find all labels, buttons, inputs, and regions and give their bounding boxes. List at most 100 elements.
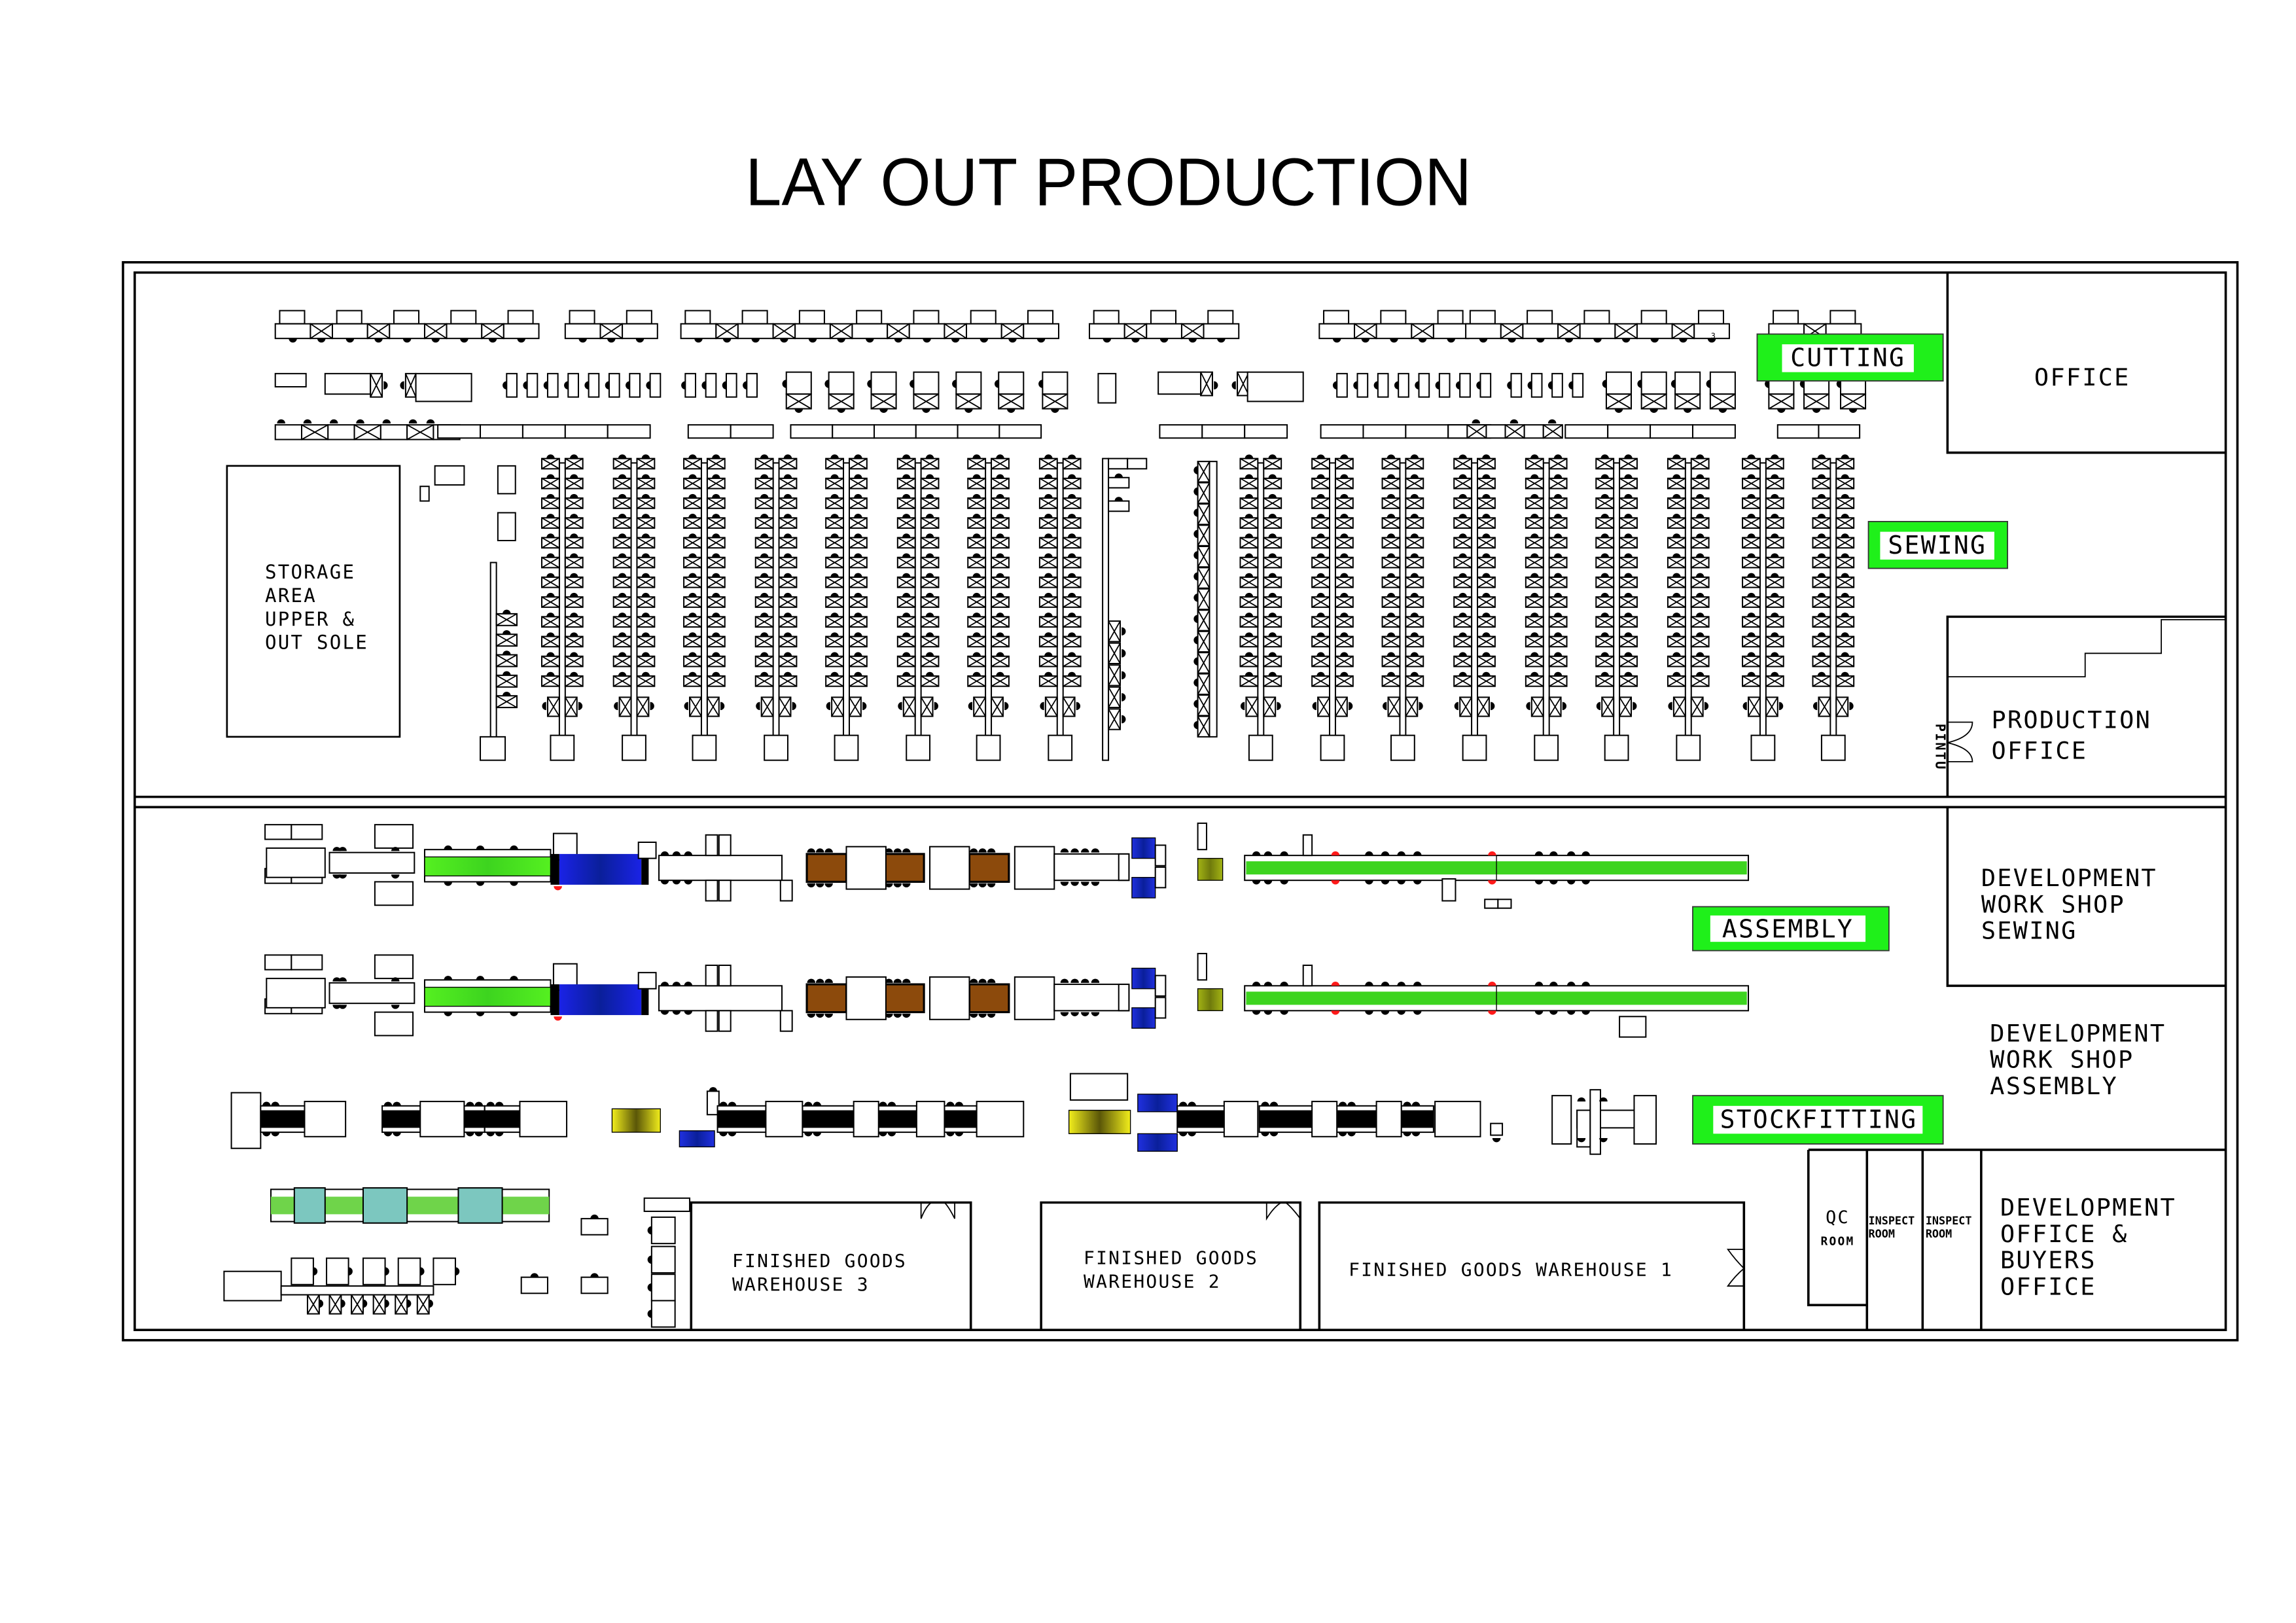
operator-icon	[824, 848, 833, 853]
sewing-machine	[1038, 497, 1058, 509]
operator-icon	[1581, 880, 1590, 885]
lasting-machine	[266, 978, 326, 1008]
warehouse-2[interactable]: FINISHED GOODS WAREHOUSE 2	[1040, 1201, 1302, 1330]
sewing-machine	[1453, 576, 1473, 588]
machine-cross	[779, 497, 797, 509]
cutting-table	[829, 323, 853, 340]
machine-cross	[683, 675, 702, 687]
sewing-machine	[1619, 576, 1638, 588]
operator-icon	[978, 883, 987, 887]
zone-tag-sewing[interactable]: SEWING	[1867, 521, 2009, 569]
operator-icon	[569, 553, 578, 558]
dev-workshop-sewing-label-2: WORK SHOP	[1981, 890, 2125, 918]
operator-icon	[391, 874, 400, 879]
machine-cross	[1557, 323, 1581, 339]
operator-icon	[1707, 338, 1716, 343]
operator-icon	[1245, 613, 1254, 617]
machine-cross	[683, 635, 702, 648]
machine-cross	[920, 696, 934, 717]
machine-cross	[637, 675, 655, 687]
operator-icon	[902, 533, 911, 538]
operator-icon	[660, 880, 669, 885]
machine	[1197, 630, 1210, 653]
dev-office-buyers-room[interactable]: DEVELOPMENT OFFICE & BUYERS OFFICE	[2000, 1194, 2176, 1301]
zone-tag-cutting[interactable]: CUTTING	[1756, 333, 1944, 382]
inspect-room-2[interactable]: INSPECT ROOM	[1926, 1214, 1972, 1240]
sewing-machine	[920, 576, 940, 588]
skiving-machine	[684, 372, 697, 398]
operator-icon	[1779, 702, 1784, 711]
machine	[1197, 673, 1210, 695]
operator-icon	[641, 454, 650, 459]
operator-icon	[1695, 632, 1704, 637]
operator-icon	[1747, 553, 1756, 558]
operator-icon	[1600, 533, 1609, 538]
operator-icon	[1553, 613, 1563, 617]
warehouse-3[interactable]: FINISHED GOODS WAREHOUSE 3	[690, 1201, 972, 1330]
sewing-machine	[1690, 655, 1710, 668]
zone-tag-stockfitting[interactable]: STOCKFITTING	[1692, 1095, 1944, 1145]
machine-cross	[779, 577, 797, 588]
operator-icon	[978, 978, 987, 983]
machine-cross	[1335, 457, 1354, 470]
operator-icon	[1386, 514, 1396, 518]
sewing-machine	[1595, 576, 1615, 588]
operator-icon	[712, 671, 720, 676]
machine	[374, 824, 414, 849]
operator-icon	[722, 381, 726, 390]
storage-area[interactable]: STORAGE AREA UPPER & OUT SOLE	[226, 465, 401, 738]
operator-icon	[1340, 592, 1349, 597]
operator-icon	[391, 1005, 400, 1009]
machine-cross	[849, 537, 868, 548]
operator-icon	[996, 632, 1004, 637]
operator-icon	[554, 1016, 562, 1021]
operator-icon	[902, 613, 911, 617]
zone-tag-assembly-label: ASSEMBLY	[1722, 914, 1854, 943]
zone-tag-assembly[interactable]: ASSEMBLY	[1692, 906, 1890, 952]
operator-icon	[925, 514, 934, 518]
sewing-machine	[1667, 497, 1686, 509]
qc-room[interactable]: QC ROOM	[1821, 1207, 1855, 1249]
machine-cross	[913, 393, 939, 410]
sewing-machine	[541, 576, 560, 588]
operator-icon	[460, 338, 468, 343]
machine	[1674, 393, 1701, 410]
sewing-machine	[1742, 537, 1761, 549]
machine	[1640, 393, 1667, 410]
machine-cross	[1595, 517, 1614, 529]
operator-icon	[830, 493, 839, 499]
operator-icon	[701, 381, 706, 390]
dev-workshop-assembly-room[interactable]: DEVELOPMENT WORK SHOP ASSEMBLY	[1990, 1019, 2166, 1100]
machine	[913, 393, 940, 410]
production-office-room[interactable]: PINTU PRODUCTION OFFICE	[1932, 615, 2226, 797]
sewing-machine	[683, 517, 702, 529]
sewing-machine	[1690, 497, 1710, 509]
machine-cross	[1477, 635, 1496, 648]
inspect-room-1[interactable]: INSPECT ROOM	[1869, 1214, 1915, 1240]
sewing-machine	[1812, 457, 1831, 470]
sewing-machine	[825, 596, 845, 608]
sewing-machine	[991, 457, 1010, 470]
skiving-machine	[1479, 372, 1492, 398]
sewing-machine	[1525, 616, 1544, 628]
operator-icon	[1268, 454, 1277, 459]
post-bed-machine	[1044, 696, 1058, 717]
sewing-machine	[1263, 477, 1282, 490]
stockfitting-line	[1176, 1101, 1481, 1137]
operator-icon	[830, 533, 839, 538]
machine-cross	[1619, 537, 1638, 548]
machine-cross	[613, 457, 631, 470]
operator-icon	[1263, 880, 1273, 885]
sewing-machine	[1667, 635, 1686, 648]
dev-workshop-sewing-room[interactable]: DEVELOPMENT WORK SHOP SEWING	[1946, 807, 2226, 988]
sewing-machine	[825, 655, 845, 668]
operator-icon	[760, 493, 769, 499]
machine-cross	[1335, 616, 1354, 628]
cutting-press-top	[798, 310, 825, 325]
office-room[interactable]: OFFICE	[1946, 272, 2226, 454]
operator-icon	[1771, 454, 1779, 459]
operator-icon	[1268, 474, 1277, 478]
machine	[1197, 652, 1210, 674]
warehouse-1[interactable]: FINISHED GOODS WAREHOUSE 1	[1318, 1201, 1746, 1330]
sewing-conveyor	[1328, 462, 1336, 745]
